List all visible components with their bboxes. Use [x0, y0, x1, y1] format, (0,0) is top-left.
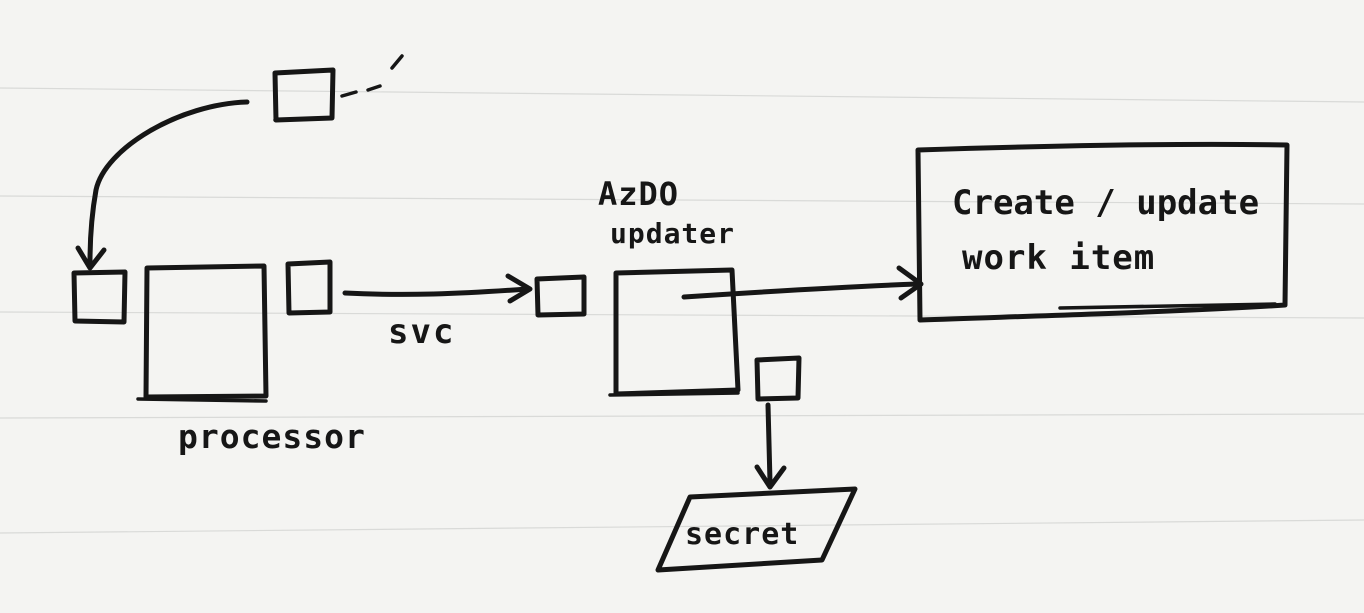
azdo-secret-port — [754, 355, 802, 402]
azdo-label-line1: AzDO — [598, 175, 679, 213]
work-item-box — [915, 141, 1290, 323]
processor-output-port — [285, 259, 333, 316]
arrow-to-secret — [754, 402, 787, 490]
processor-input-port — [71, 269, 128, 325]
work-item-label-line2: work item — [962, 238, 1155, 278]
azdo-input-port — [534, 274, 587, 318]
work-item-label-line1: Create / update — [952, 183, 1259, 223]
secret-shape — [655, 486, 858, 573]
processor-label: processor — [178, 417, 366, 456]
secret-label: secret — [685, 517, 799, 552]
processor-box — [136, 263, 269, 403]
svc-label: svc — [388, 312, 455, 352]
azdo-updater-box — [608, 267, 741, 397]
paper-rules — [0, 87, 1364, 534]
azdo-label-line2: updater — [610, 217, 735, 250]
top-input-box — [272, 54, 404, 123]
curve-arrow-to-processor — [75, 99, 250, 271]
svc-arrow — [342, 273, 533, 304]
